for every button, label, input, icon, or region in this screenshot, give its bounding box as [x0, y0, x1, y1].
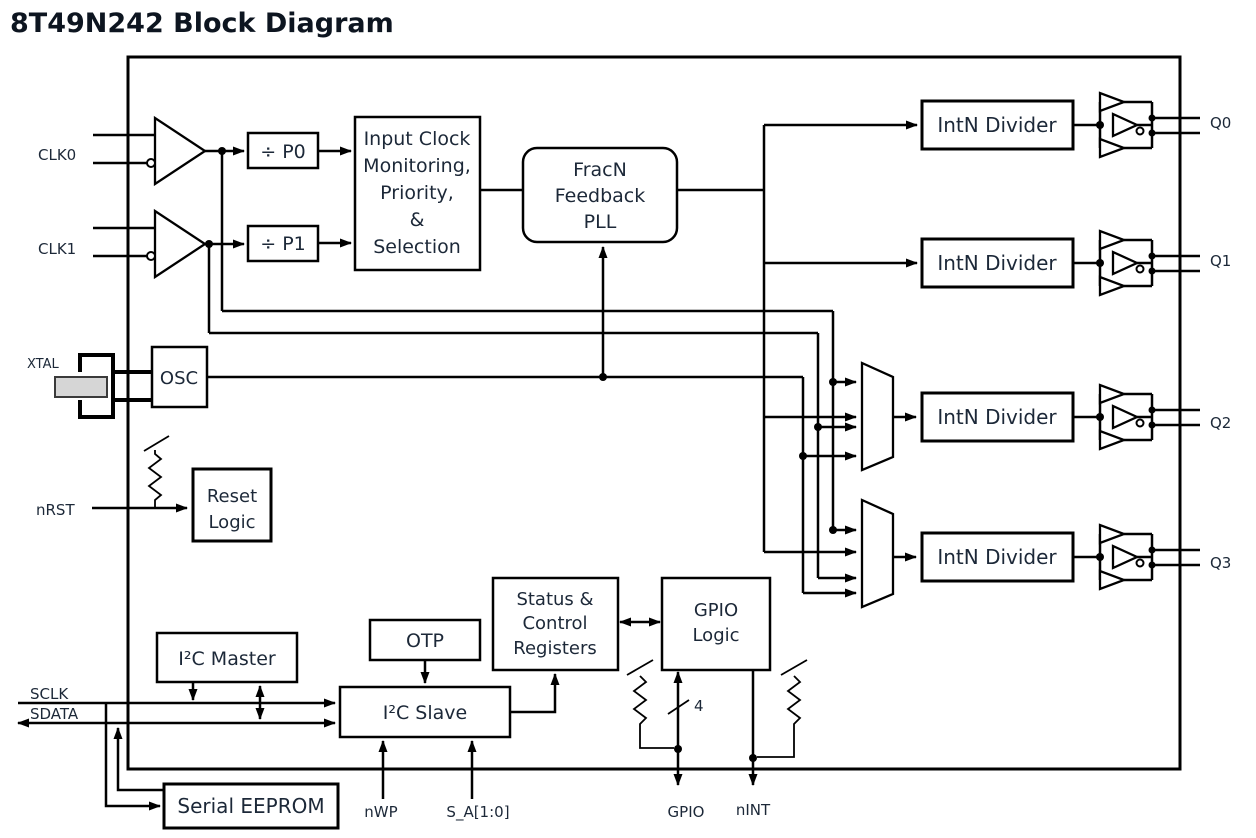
block-reset-logic: Reset Logic: [191, 467, 273, 543]
serial-eeprom-label: Serial EEPROM: [177, 794, 324, 818]
intn-q1-label: IntN Divider: [937, 251, 1057, 275]
otp-label: OTP: [406, 630, 444, 652]
serial-bus-wiring: [17, 617, 661, 811]
status-line2: Control: [522, 613, 587, 634]
osc-label: OSC: [160, 368, 198, 389]
block-status-control-registers: Status & Control Registers: [491, 576, 620, 672]
input-clock-line4: &: [410, 209, 425, 231]
diagram-title: 8T49N242 Block Diagram: [10, 8, 394, 39]
output-mux-q2: [860, 361, 895, 472]
div-p1-label: ÷ P1: [260, 233, 306, 255]
block-osc: OSC: [150, 345, 209, 409]
pin-sa10: S_A[1:0]: [446, 803, 509, 822]
pll-line2: Feedback: [555, 185, 645, 207]
crystal-symbol: [54, 353, 152, 419]
pin-sclk: SCLK: [30, 685, 69, 703]
status-line3: Registers: [513, 638, 597, 659]
signal-wires: [93, 120, 918, 598]
block-intn-divider-q2: IntN Divider: [920, 391, 1075, 443]
block-gpio-logic: GPIO Logic: [660, 576, 772, 672]
pin-clk1: CLK1: [38, 240, 76, 258]
block-intn-divider-q3: IntN Divider: [920, 531, 1075, 583]
output-mux-q3: [860, 498, 895, 609]
pll-line3: PLL: [584, 211, 617, 233]
reset-line1: Reset: [207, 486, 257, 507]
intn-q3-label: IntN Divider: [937, 545, 1057, 569]
pin-sdata: SDATA: [30, 705, 79, 723]
pin-q1: Q1: [1210, 252, 1231, 270]
pin-q2: Q2: [1210, 414, 1231, 432]
pin-nwp: nWP: [364, 803, 397, 821]
block-input-clock-monitor: Input Clock Monitoring, Priority, & Sele…: [353, 115, 482, 272]
pll-line1: FracN: [573, 159, 627, 181]
pin-xtal: XTAL: [27, 357, 60, 372]
nrst-wiring: [92, 435, 188, 513]
block-i2c-master: I²C Master: [155, 631, 299, 684]
pin-q0: Q0: [1210, 114, 1231, 132]
pin-nrst: nRST: [36, 501, 75, 519]
gpio-logic-line1: GPIO: [694, 600, 738, 621]
pin-labels: CLK0 CLK1 XTAL nRST SCLK SDATA nWP S_A[1…: [27, 114, 1231, 822]
intn-q2-label: IntN Divider: [937, 405, 1057, 429]
block-intn-divider-q0: IntN Divider: [920, 99, 1075, 151]
status-line1: Status &: [516, 589, 593, 610]
block-otp: OTP: [368, 618, 482, 662]
i2c-master-label: I²C Master: [178, 648, 276, 670]
block-i2c-slave: I²C Slave: [338, 685, 512, 739]
chip-boundary: [126, 55, 1182, 771]
input-clock-line1: Input Clock: [364, 128, 471, 150]
i2c-slave-label: I²C Slave: [383, 702, 467, 724]
pin-gpio: GPIO: [668, 803, 705, 821]
intn-q0-label: IntN Divider: [937, 113, 1057, 137]
pin-clk0: CLK0: [38, 146, 76, 164]
input-clock-line2: Monitoring,: [363, 155, 471, 177]
block-intn-divider-q1: IntN Divider: [920, 237, 1075, 289]
gpio-nint-wiring: [626, 659, 808, 786]
reset-line2: Logic: [208, 512, 255, 533]
div-p0-label: ÷ P0: [260, 141, 306, 163]
block-div-p1: ÷ P1: [246, 224, 320, 263]
pin-q3: Q3: [1210, 554, 1231, 572]
block-fracn-pll: FracN Feedback PLL: [521, 146, 679, 244]
gpio-logic-line2: Logic: [692, 625, 739, 646]
gpio-bus-width-label: 4: [694, 697, 704, 715]
clk1-input-buffer: [146, 208, 208, 280]
input-clock-line3: Priority,: [380, 182, 454, 204]
block-div-p0: ÷ P0: [246, 131, 320, 170]
clk0-input-buffer: [146, 115, 208, 187]
input-clock-line5: Selection: [373, 236, 461, 258]
pin-nint: nINT: [736, 801, 771, 819]
block-serial-eeprom: Serial EEPROM: [162, 782, 340, 830]
